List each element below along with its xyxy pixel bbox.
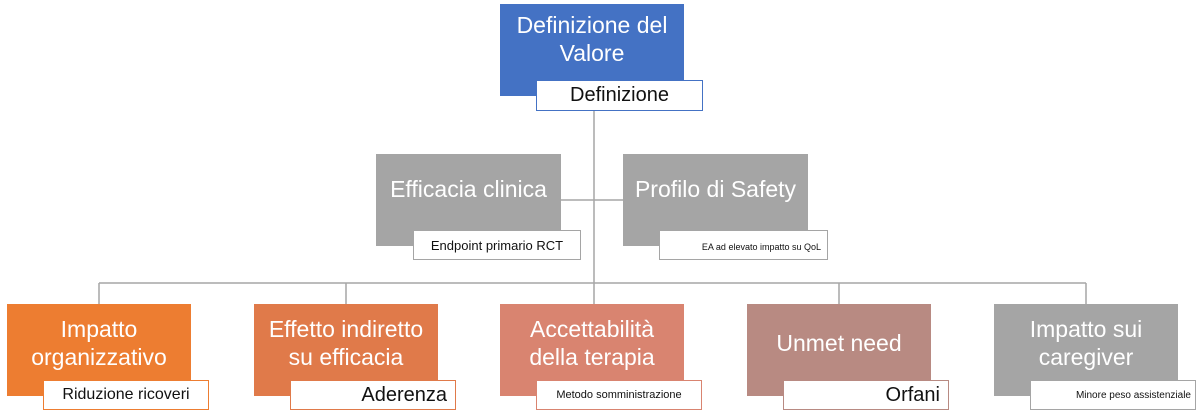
node-accettabilita-terapia-subtitle: Metodo somministrazione <box>536 380 702 410</box>
node-unmet-need-subtitle: Orfani <box>783 380 949 410</box>
node-profilo-safety-title: Profilo di Safety <box>634 176 797 202</box>
node-impatto-caregiver-title: Impatto sui caregiver <box>1029 316 1143 370</box>
node-efficacia-clinica-title: Efficacia clinica <box>390 176 547 202</box>
node-impatto-caregiver-subtitle: Minore peso assistenziale <box>1030 380 1196 410</box>
node-profilo-safety-subtitle: EA ad elevato impatto su QoL <box>659 230 828 260</box>
root-node-subtitle: Definizione <box>536 80 703 111</box>
node-unmet-need-title: Unmet need <box>776 330 902 356</box>
node-effetto-indiretto-title: Effetto indiretto su efficacia <box>268 316 424 370</box>
node-impatto-organizzativo: Impatto organizzativo <box>7 304 191 396</box>
node-impatto-organizzativo-title: Impatto organizzativo <box>31 316 167 370</box>
node-effetto-indiretto-subtitle: Aderenza <box>290 380 456 410</box>
root-node-title: Definizione del Valore <box>516 12 668 66</box>
node-impatto-organizzativo-subtitle: Riduzione ricoveri <box>43 380 209 410</box>
node-accettabilita-terapia-title: Accettabilità della terapia <box>529 316 655 370</box>
node-efficacia-clinica-subtitle: Endpoint primario RCT <box>413 230 581 260</box>
